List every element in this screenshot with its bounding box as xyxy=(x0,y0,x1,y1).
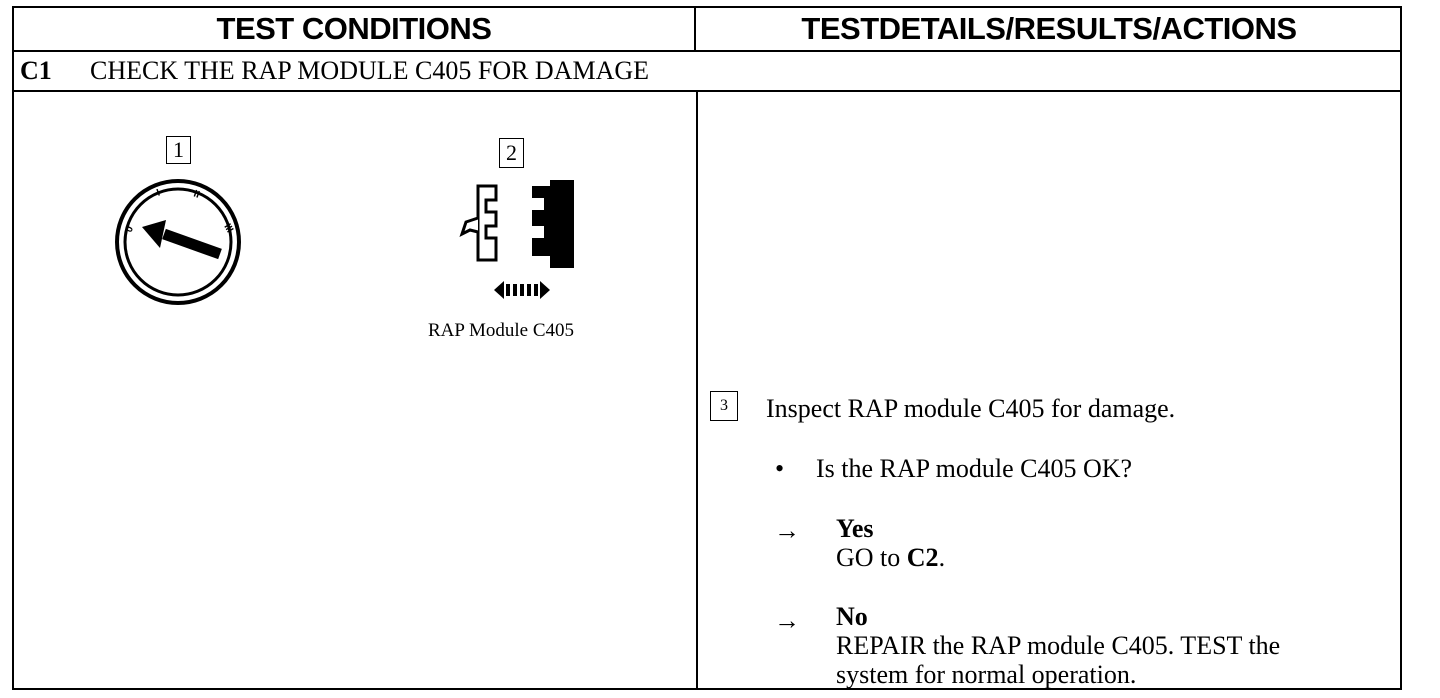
svg-text:II: II xyxy=(192,188,201,200)
bullet: • xyxy=(775,454,785,483)
yes-arrow-icon: → xyxy=(774,516,800,545)
step-row: C1 CHECK THE RAP MODULE C405 FOR DAMAGE xyxy=(14,50,1400,92)
step-title: CHECK THE RAP MODULE C405 FOR DAMAGE xyxy=(90,56,650,85)
yes-label: Yes xyxy=(836,514,874,543)
ignition-switch-icon: 0 I II III xyxy=(115,179,241,305)
svg-text:I: I xyxy=(155,187,162,198)
yes-action-suffix: . xyxy=(938,543,946,572)
figure-number-3: 3 xyxy=(710,391,738,421)
diagnostic-table: TEST CONDITIONS TESTDETAILS/RESULTS/ACTI… xyxy=(12,6,1402,690)
column-divider xyxy=(696,92,698,690)
no-arrow-icon: → xyxy=(774,606,800,635)
no-label: No xyxy=(836,602,868,631)
instruction-text: Inspect RAP module C405 for damage. xyxy=(766,394,1176,423)
yes-action: GO to C2. xyxy=(836,543,945,572)
no-action-line2: system for normal operation. xyxy=(836,660,1137,689)
header-test-conditions: TEST CONDITIONS xyxy=(14,8,696,50)
figure-number-1: 1 xyxy=(166,136,191,164)
question-text: Is the RAP module C405 OK? xyxy=(816,454,1133,483)
step-id: C1 xyxy=(20,56,52,85)
yes-action-prefix: GO to xyxy=(836,543,907,572)
header-test-details: TESTDETAILS/RESULTS/ACTIONS xyxy=(801,11,1297,46)
svg-text:III: III xyxy=(221,222,235,235)
connector-disconnect-icon xyxy=(459,180,574,299)
connector-caption: RAP Module C405 xyxy=(428,320,575,341)
figure-number-2: 2 xyxy=(499,138,524,168)
yes-action-target: C2 xyxy=(906,543,939,572)
svg-text:0: 0 xyxy=(124,224,137,234)
no-action-line1: REPAIR the RAP module C405. TEST the xyxy=(836,631,1281,660)
